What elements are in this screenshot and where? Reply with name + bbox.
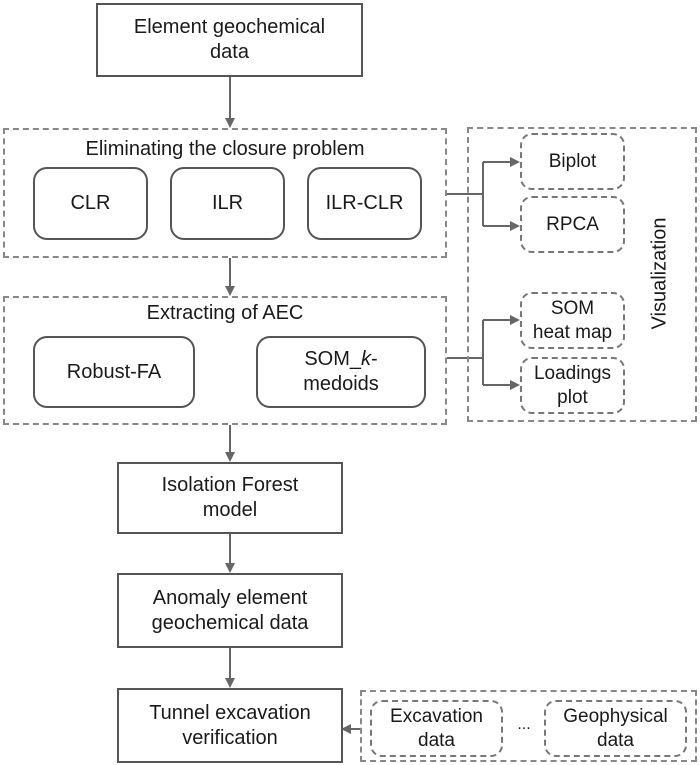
closure-problem-group	[3, 128, 447, 258]
visualization-group	[467, 127, 697, 422]
biplot-box: Biplot	[520, 133, 625, 190]
som-heat-map-box: SOM heat map	[520, 292, 625, 349]
robust-fa-box: Robust-FA	[33, 336, 195, 408]
visualization-title: Visualization	[648, 217, 671, 330]
ilr-box: ILR	[170, 167, 285, 240]
som-kmedoids-label: SOM_k- medoids	[303, 348, 379, 395]
aec-group	[3, 296, 447, 425]
ellipsis-text: ...	[517, 716, 531, 733]
element-geochemical-data-box: Element geochemical data	[96, 3, 363, 77]
closure-group-title: Eliminating the closure problem	[85, 138, 365, 160]
isolation-forest-box: Isolation Forest model	[117, 462, 343, 534]
ilr-clr-box: ILR-CLR	[307, 167, 422, 240]
validation-data-group	[360, 690, 697, 762]
som-kmedoids-box: SOM_k- medoids	[256, 336, 426, 408]
excavation-data-box: Excavation data	[370, 700, 503, 757]
clr-box: CLR	[33, 167, 148, 240]
anomaly-data-box: Anomaly element geochemical data	[117, 573, 343, 648]
rpca-box: RPCA	[520, 196, 625, 253]
tunnel-verification-box: Tunnel excavation verification	[117, 688, 343, 763]
aec-group-title: Extracting of AEC	[146, 302, 304, 324]
loadings-plot-box: Loadings plot	[520, 357, 625, 414]
geophysical-data-box: Geophysical data	[544, 700, 687, 757]
